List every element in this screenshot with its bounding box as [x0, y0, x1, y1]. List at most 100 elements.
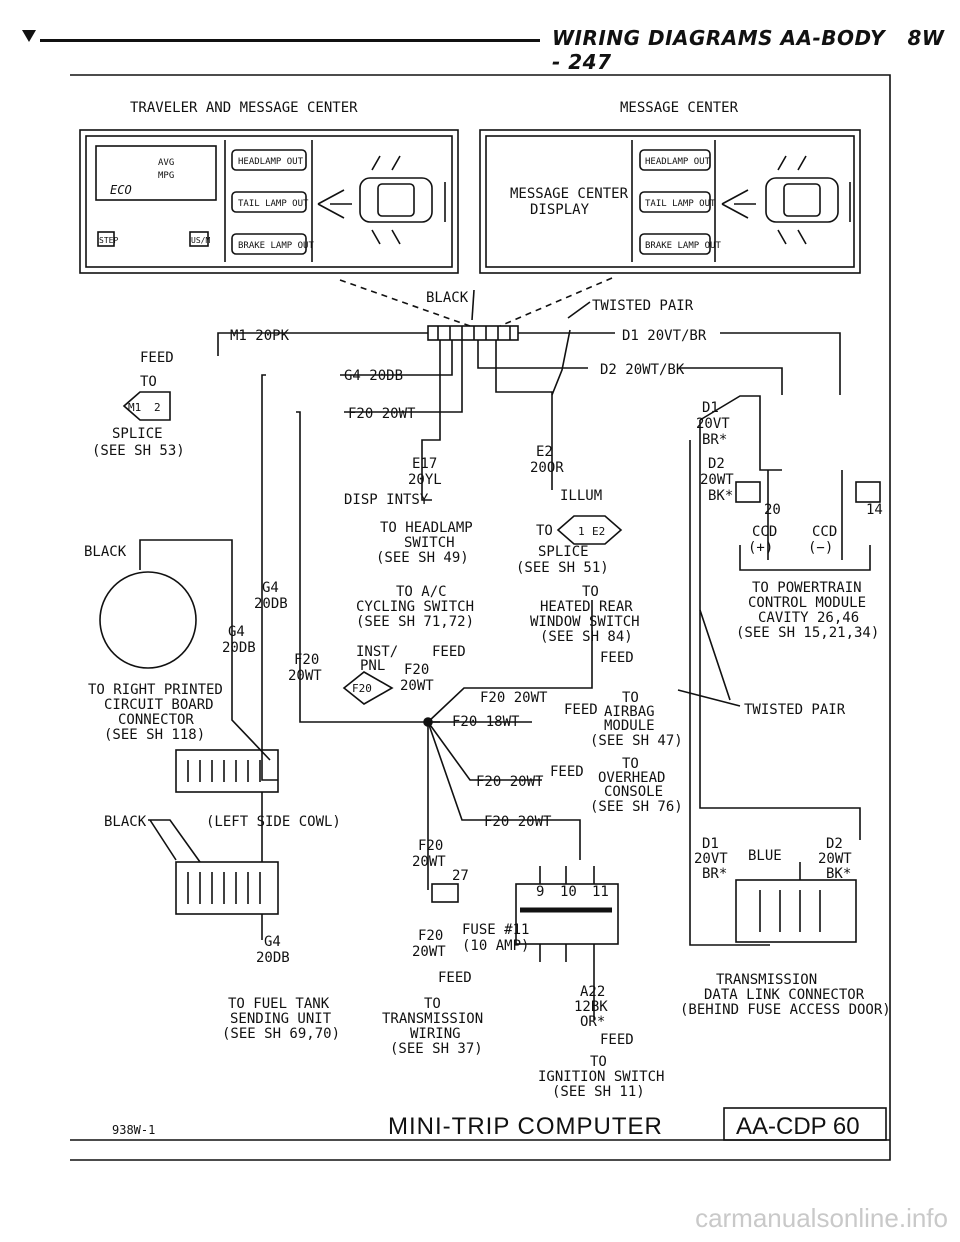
- splice-e2-diamond: [556, 515, 623, 545]
- label-d1-low: D1: [702, 836, 719, 852]
- label-feed-overhead: FEED: [550, 764, 584, 780]
- header-arrow-icon: [22, 30, 36, 42]
- label-a22-color: 12BK: [574, 999, 608, 1015]
- left-lamp-brake: BRAKE LAMP OUT: [238, 241, 314, 251]
- label-module: MODULE: [604, 718, 655, 734]
- wire-f20-low: [427, 721, 581, 860]
- black-arrow: [471, 289, 475, 321]
- label-wiring: WIRING: [410, 1026, 461, 1042]
- label-g4-c: G4: [264, 934, 281, 950]
- splice-e2-id2: E2: [592, 525, 605, 538]
- left-leader: [339, 279, 471, 327]
- label-see-sh118: (SEE SH 118): [104, 727, 205, 743]
- right-panel-title: MESSAGE CENTER: [620, 100, 739, 116]
- label-illum: ILLUM: [560, 488, 602, 504]
- label-blue: BLUE: [748, 848, 782, 864]
- cowl-connector-1: [175, 749, 279, 793]
- label-feed-ign: FEED: [600, 1032, 634, 1048]
- label-f20-mid-color: 20WT: [400, 678, 434, 694]
- label-black-cowl: BLACK: [104, 814, 147, 830]
- message-center-line2: DISPLAY: [530, 202, 590, 218]
- label-feed-inst: FEED: [432, 644, 466, 660]
- right-lamp-headlamp: HEADLAMP OUT: [645, 157, 711, 167]
- label-heated-rear: HEATED REAR: [540, 599, 633, 615]
- label-pin14: 14: [866, 502, 883, 518]
- label-see-sh15: (SEE SH 15,21,34): [736, 625, 879, 641]
- label-black-top: BLACK: [426, 290, 469, 306]
- f20-diamond-label: F20: [352, 682, 372, 695]
- left-lamp-3-box: [231, 233, 307, 255]
- left-panel-divider: [224, 139, 313, 262]
- label-f20-mid: F20: [404, 662, 429, 678]
- label-see-sh84: (SEE SH 84): [540, 629, 633, 645]
- ccd-bracket: [739, 545, 871, 571]
- label-twisted-pair-top: TWISTED PAIR: [592, 298, 694, 314]
- label-d1-side: D1: [702, 400, 719, 416]
- step-button-box: [97, 231, 115, 247]
- label-f20-v: F20: [294, 652, 319, 668]
- label-d1-low-color: 20VT: [694, 851, 728, 867]
- splice-m1-num: 2: [154, 401, 161, 414]
- label-see-sh47: (SEE SH 47): [590, 733, 683, 749]
- wire-d1: [518, 332, 841, 395]
- right-panel-inner: [485, 135, 855, 268]
- right-lamp-2-box: [639, 191, 711, 213]
- label-see-sh37: (SEE SH 37): [390, 1041, 483, 1057]
- outer-frame: [70, 74, 891, 1161]
- wire-g4: [261, 340, 453, 781]
- message-center-line1: MESSAGE CENTER: [510, 186, 629, 202]
- left-lamp-1-box: [231, 149, 307, 171]
- label-to-powertrain: TO POWERTRAIN: [752, 580, 862, 596]
- label-d1-side-suffix: BR*: [702, 432, 727, 448]
- wire-f20-overhead: [427, 721, 542, 781]
- label-d2-low: D2: [826, 836, 843, 852]
- fuse-terminals: [539, 866, 595, 962]
- header-section-title: WIRING DIAGRAMS AA-BODY: [552, 26, 886, 50]
- ccd-ticks: [767, 470, 843, 560]
- right-lamp-tail: TAIL LAMP OUT: [645, 199, 716, 209]
- label-to-ign: TO: [590, 1054, 607, 1070]
- splice-e2-id1: 1: [578, 525, 585, 538]
- twisted-pair-top: [551, 301, 591, 396]
- twisted-pair-mid: [677, 609, 741, 707]
- connector-27: [431, 883, 459, 903]
- header-rule: [40, 39, 540, 42]
- page-header: WIRING DIAGRAMS AA-BODY 8W - 247: [0, 18, 960, 74]
- fuse-pin-10: 10: [560, 884, 577, 900]
- cowl-connector-2-pins: [187, 872, 261, 904]
- label-airbag: AIRBAG: [604, 704, 655, 720]
- label-e17-color: 20YL: [408, 472, 442, 488]
- label-console: CONSOLE: [604, 784, 663, 800]
- label-f20-fuse: F20: [418, 928, 443, 944]
- label-window-switch: WINDOW SWITCH: [530, 614, 640, 630]
- label-g4-a-color: 20DB: [254, 596, 288, 612]
- label-see-sh49: (SEE SH 49): [376, 550, 469, 566]
- label-left-side-cowl: (LEFT SIDE COWL): [206, 814, 341, 830]
- label-e2: E2: [536, 444, 553, 460]
- label-connector: CONNECTOR: [118, 712, 194, 728]
- fuse-pin-9: 9: [536, 884, 544, 900]
- label-g4-c-color: 20DB: [256, 950, 290, 966]
- label-see-sh71: (SEE SH 71,72): [356, 614, 474, 630]
- label-g4-b-color: 20DB: [222, 640, 256, 656]
- label-a22: A22: [580, 984, 605, 1000]
- wire-d2: [477, 340, 783, 395]
- label-switch: SWITCH: [404, 535, 455, 551]
- label-f20-low: F20: [418, 838, 443, 854]
- label-behind-fuse: (BEHIND FUSE ACCESS DOOR): [680, 1002, 891, 1018]
- label-to-airbag: TO: [622, 690, 639, 706]
- label-inst-pnl-2: PNL: [360, 658, 385, 674]
- label-a22-suffix: OR*: [580, 1014, 605, 1030]
- f20-splice-diamond: [342, 671, 394, 705]
- label-to-fuel: TO FUEL TANK: [228, 996, 330, 1012]
- label-cycling-switch: CYCLING SWITCH: [356, 599, 474, 615]
- right-lamp-brake: BRAKE LAMP OUT: [645, 241, 721, 251]
- label-sending-unit: SENDING UNIT: [230, 1011, 332, 1027]
- label-d1: D1 20VT/BR: [622, 328, 707, 344]
- label-e2-color: 20OR: [530, 460, 564, 476]
- right-leader: [499, 277, 613, 327]
- label-d2-low-suffix: BK*: [826, 866, 851, 882]
- label-to-heated: TO: [582, 584, 599, 600]
- label-d2-low-color: 20WT: [818, 851, 852, 867]
- label-circuit-board: CIRCUIT BOARD: [104, 697, 214, 713]
